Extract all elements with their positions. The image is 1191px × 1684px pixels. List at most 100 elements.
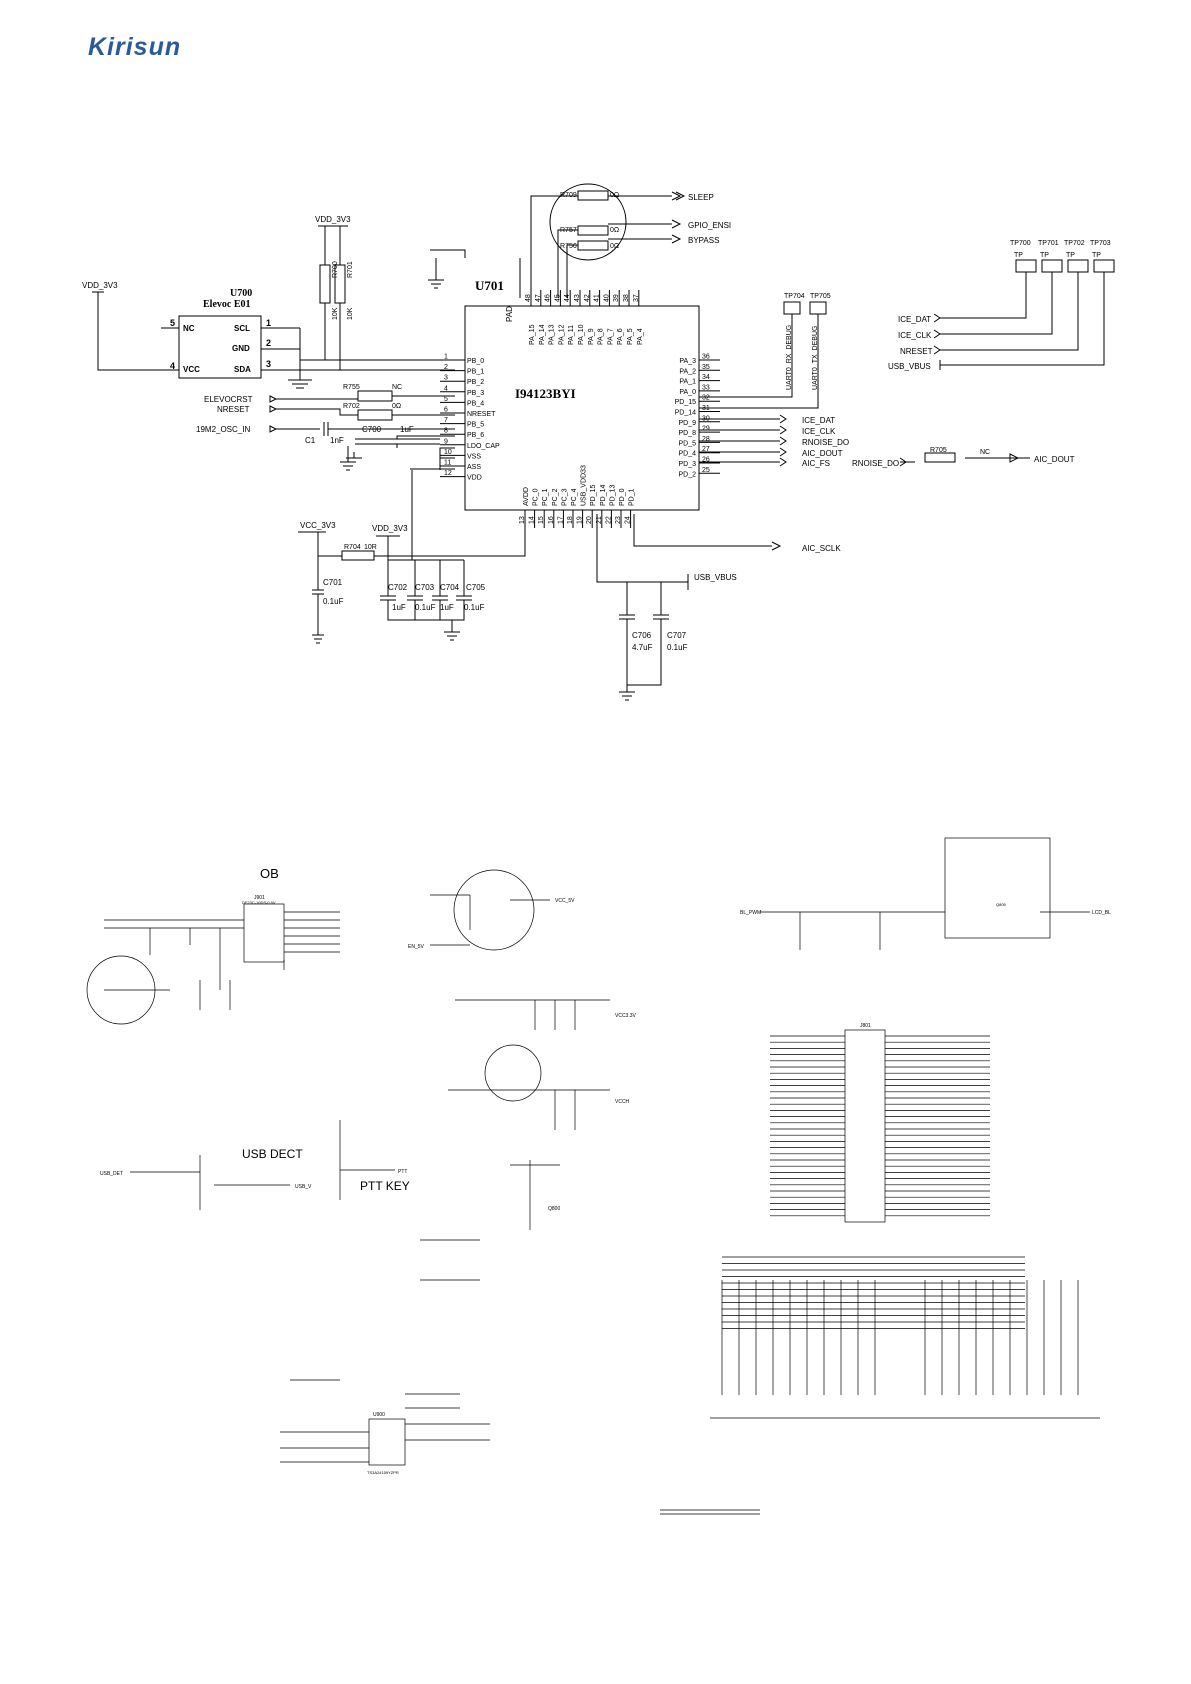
i2c-lines (299, 328, 455, 371)
u700-ref: U700 (230, 288, 252, 299)
c703-value: 0.1uF (415, 603, 436, 612)
j901-connector (243, 903, 285, 963)
c701-ref: C701 (323, 578, 343, 587)
r756-value: 0Ω (610, 243, 619, 250)
u701-top-pin-num: 38 (623, 294, 630, 302)
u700-num-2: 2 (266, 338, 271, 348)
u701-right-pin-name: PD_4 (678, 451, 696, 458)
decoupling-caps (376, 470, 472, 641)
rnoise-do-right-label: RNOISE_DO (852, 459, 899, 468)
aic-dout-right-arrow (1009, 453, 1020, 463)
u701-right-pin-name: PD_14 (675, 410, 697, 417)
u701-top-pin-name: PA_6 (617, 328, 624, 345)
u701-left-pin-num: 7 (444, 417, 448, 424)
vdd-3v3-label-bottom: VDD_3V3 (372, 524, 408, 533)
u701-top-pin-num: 42 (584, 294, 591, 302)
r704-path (318, 514, 526, 557)
u701-left-pin-name: LDO_CAP (467, 443, 500, 450)
u701-bottom-pin-num: 24 (625, 516, 632, 524)
u701-right-pin-name: PD_15 (675, 399, 697, 406)
u700-num-5: 5 (170, 318, 175, 328)
u701-bottom-pins: 13AVDD14PC_015PC_116PC_217PC_318PC_419US… (519, 465, 636, 528)
vcc5v-label: VCC_5V (555, 898, 575, 904)
ice-dat-label: ICE_DAT (898, 315, 931, 324)
u700-pin-sda: SDA (234, 365, 251, 374)
lcd-bl-label: LCD_BL (1092, 910, 1111, 916)
gpio-port-arrows (671, 191, 686, 244)
u701-top-pin-name: PA_8 (598, 328, 605, 345)
usb-caps (596, 514, 689, 701)
u701-ref: U701 (475, 278, 504, 293)
tp704-box (783, 301, 801, 315)
u701-left-pin-num: 4 (444, 385, 448, 392)
u701-top-pin-name: PA_13 (549, 324, 556, 345)
u701-bottom-pin-name: PD_14 (600, 484, 607, 506)
c700-value: 1uF (400, 425, 414, 434)
u701-left-pin-name: PB_3 (467, 390, 484, 397)
u701-pad: PAD (505, 306, 514, 322)
u701-right-pin-num: 32 (702, 395, 710, 402)
u701-bottom-pin-num: 16 (548, 516, 555, 524)
u900-wires (280, 1379, 490, 1463)
u701-top-pin-num: 40 (603, 294, 610, 302)
tp701-tp: TP (1040, 252, 1049, 259)
tp-lines (940, 272, 1105, 366)
r705-lines (899, 457, 1030, 467)
u701-bottom-pin-name: PC_0 (533, 488, 540, 506)
usb-det-label: USB_DET (100, 1171, 123, 1177)
j801-connector (844, 1029, 886, 1223)
u701-top-pin-name: PA_4 (637, 328, 644, 345)
u701-top-pin-num: 44 (564, 294, 571, 302)
u701-bottom-pin-num: 15 (538, 516, 545, 524)
r755-ref: R755 (343, 384, 360, 391)
r756-body (577, 240, 609, 251)
u701-right-pin-num: 36 (702, 354, 710, 361)
u701-bottom-pin-num: 18 (567, 516, 574, 524)
rnoise-do-label: RNOISE_DO (802, 438, 849, 447)
vcc-3v3-label: VCC_3V3 (300, 521, 336, 530)
u701-bottom-pin-name: PD_15 (590, 484, 597, 506)
usb-vbus-label-right: USB_VBUS (888, 362, 931, 371)
u701-right-pin-name: PA_0 (679, 389, 696, 396)
nreset-label-right: NRESET (900, 347, 933, 356)
tp-group: TP700 TP701 TP702 TP703 TP TP TP TP ICE_… (888, 240, 1115, 371)
u701-right-pin-name: PD_3 (678, 461, 696, 468)
tp700-box (1015, 259, 1037, 273)
u701-left-pin-name: PB_5 (467, 422, 484, 429)
vcc33-label: VCC3.3V (615, 1013, 637, 1019)
u701-left-pin-name: VDD (467, 475, 482, 482)
u700-gnd-symbol (288, 349, 312, 389)
u701-bottom-pin-num: 21 (596, 516, 603, 524)
u701-top-pin-num: 41 (594, 294, 601, 302)
right-signal-lines (699, 418, 780, 463)
r755-value: NC (392, 384, 402, 391)
u701-left-pin-num: 5 (444, 396, 448, 403)
c707-value: 0.1uF (667, 643, 688, 652)
u701-right-pin-name: PD_2 (678, 471, 696, 478)
r704-body (341, 550, 375, 561)
c1-ref: C1 (305, 436, 316, 445)
vcch-lines (448, 1089, 610, 1130)
r705-body (924, 452, 956, 463)
debug-lines (699, 314, 819, 409)
j901-part: DF23C-10DS-0.5V (242, 900, 276, 905)
u701-bottom-pin-num: 14 (529, 516, 536, 524)
en5v-label: EN_5V (408, 944, 425, 950)
u701-left-pin-num: 11 (444, 460, 451, 467)
tp702-label: TP702 (1064, 240, 1085, 247)
u701-left-pin-name: ASS (467, 464, 481, 471)
r701-value: 10K (347, 307, 354, 320)
u701-left-pin-num: 6 (444, 407, 448, 414)
gpio-lines (530, 195, 672, 298)
u700-num-3: 3 (266, 359, 271, 369)
u700-body (178, 315, 262, 379)
tp702-tp: TP (1066, 252, 1075, 259)
u700-pin-vcc: VCC (183, 365, 200, 374)
uart-rx-label: UART0_RX_DEBUG (786, 325, 793, 390)
lcd-bl-lines (760, 911, 1090, 950)
u701-left-pin-num: 9 (444, 438, 448, 445)
c702-value: 1uF (392, 603, 406, 612)
aic-fs-label: AIC_FS (802, 459, 830, 468)
c1-value: 1nF (330, 436, 344, 445)
